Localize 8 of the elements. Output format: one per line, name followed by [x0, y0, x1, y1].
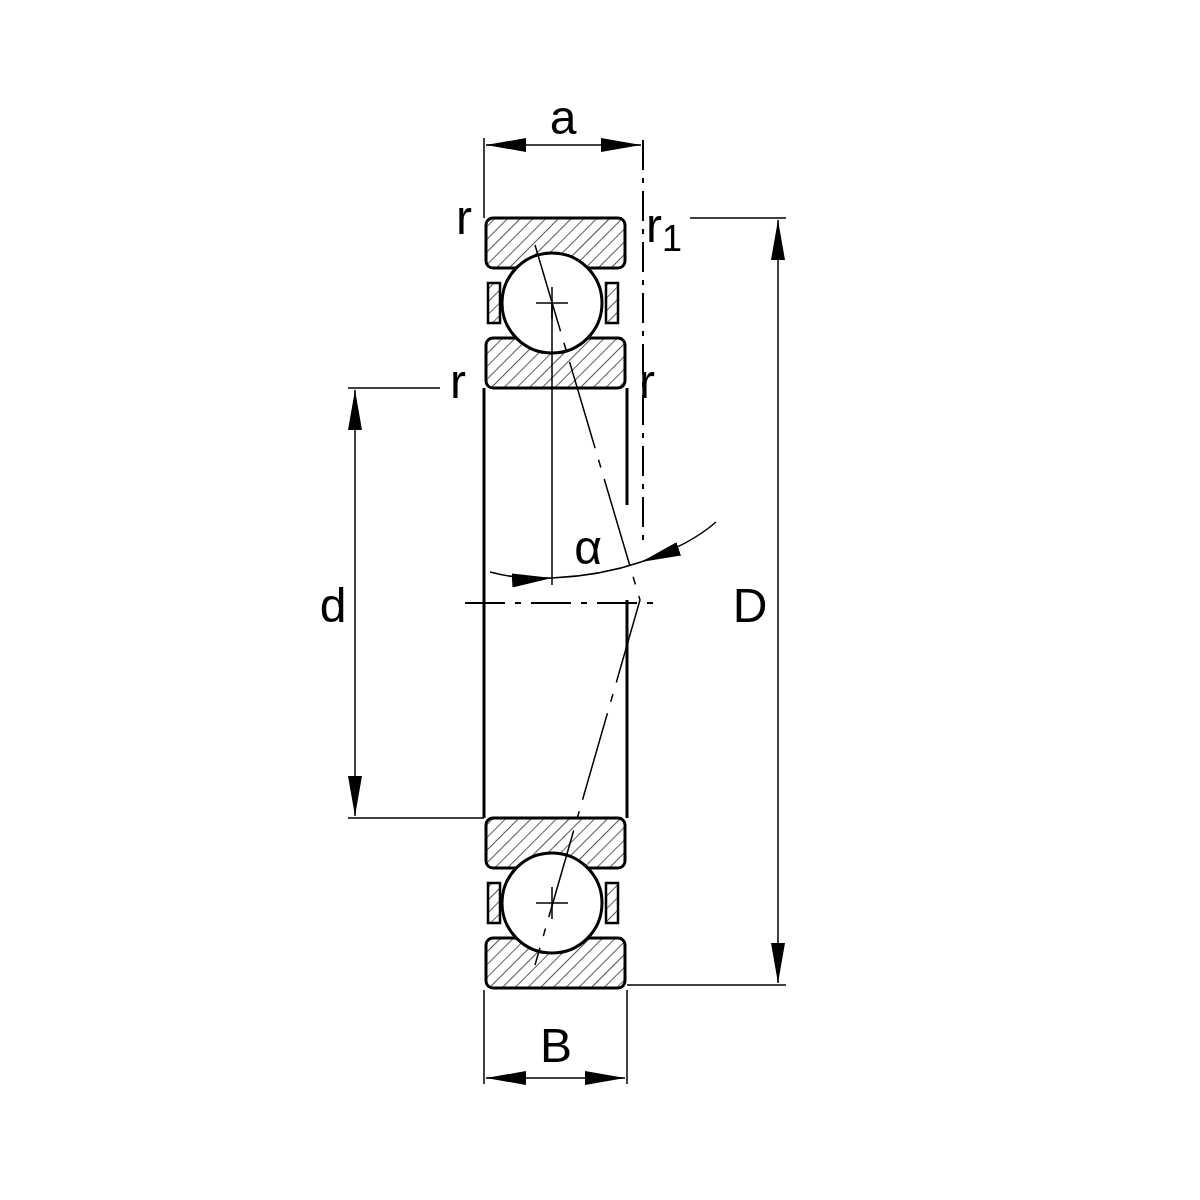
- dimension-label: r: [450, 358, 466, 406]
- dimension-label: B: [540, 1022, 572, 1070]
- dimension-label: r$_{1}$: [646, 202, 682, 250]
- dimension-label: α: [574, 524, 602, 572]
- dimension-label: r: [456, 194, 472, 242]
- dimension-label: a: [549, 94, 577, 142]
- dimension-label: D: [732, 582, 768, 630]
- dimension-label: d: [319, 582, 347, 630]
